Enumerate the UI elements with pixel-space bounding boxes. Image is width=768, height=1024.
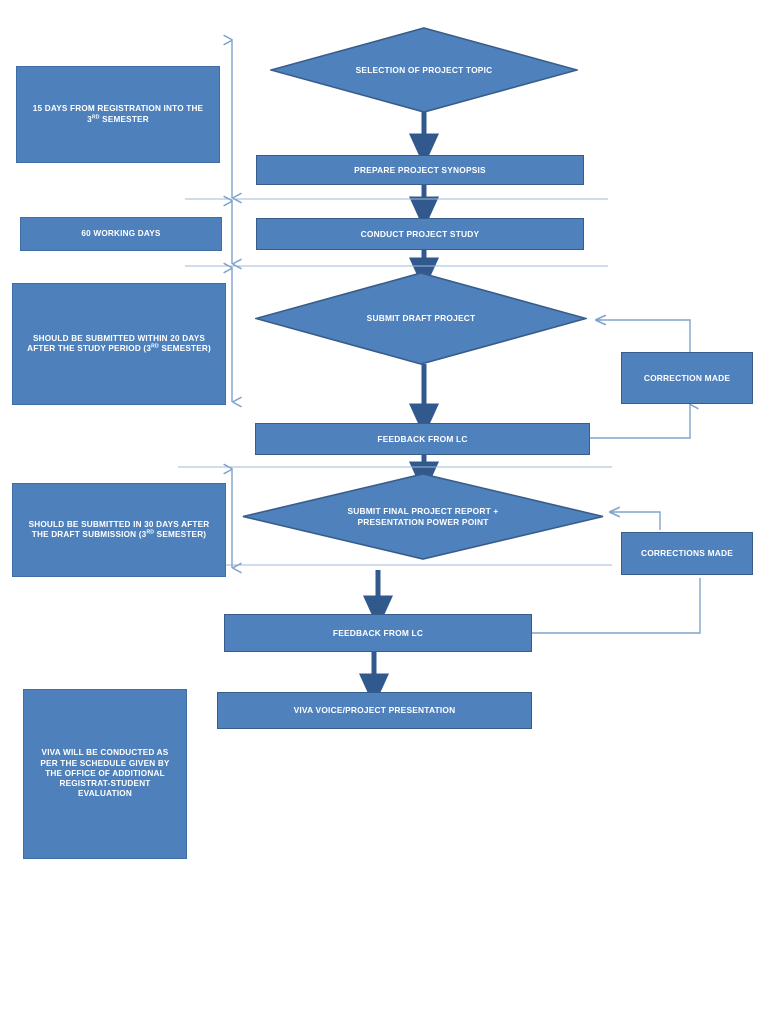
note-viva-schedule-text: VIVA WILL BE CONDUCTED AS PER THE SCHEDU… <box>40 748 170 799</box>
node-viva-voice-presentation-label: VIVA VOICE/PROJECT PRESENTATION <box>293 705 456 716</box>
node-prepare-project-synopsis-label: PREPARE PROJECT SYNOPSIS <box>354 164 486 175</box>
note-draft-deadline-line2-sup: RD <box>151 343 159 350</box>
note-final-deadline: SHOULD BE SUBMITTED IN 30 DAYS AFTER THE… <box>12 483 226 577</box>
node-correction-made-1-label: CORRECTION MADE <box>643 372 731 383</box>
node-correction-made-1[interactable]: CORRECTION MADE <box>621 352 753 404</box>
arrow-correction2-to-final <box>608 506 661 530</box>
note-draft-deadline-line2-pre: AFTER THE STUDY PERIOD (3 <box>27 344 152 353</box>
node-submit-draft-project[interactable]: SUBMIT DRAFT PROJECT <box>255 272 587 365</box>
diamond-shape <box>255 272 587 365</box>
node-corrections-made-2-label: CORRECTIONS MADE <box>640 548 734 559</box>
diamond-shape <box>270 27 578 113</box>
node-submit-final-project-report[interactable]: SUBMIT FINAL PROJECT REPORT + PRESENTATI… <box>242 473 604 560</box>
arrow-feedback2-to-correction2 <box>532 578 701 634</box>
note-final-deadline-line1: SHOULD BE SUBMITTED IN 30 DAYS AFTER <box>28 519 210 529</box>
node-feedback-from-lc-2[interactable]: FEEDBACK FROM LC <box>224 614 532 652</box>
node-conduct-project-study-label: CONDUCT PROJECT STUDY <box>360 228 480 239</box>
note-registration-line2-pre: 3 <box>87 114 92 124</box>
note-registration-line1-prefix: 15 DAYS FROM <box>32 104 98 114</box>
note-final-deadline-line2-pre: THE DRAFT SUBMISSION (3 <box>31 530 147 539</box>
note-registration-line2-sup: RD <box>91 113 100 120</box>
note-registration: 15 DAYS FROM REGISTRATION INTO THE 3RD S… <box>16 66 220 163</box>
node-prepare-project-synopsis[interactable]: PREPARE PROJECT SYNOPSIS <box>256 155 584 185</box>
arrow-feedback1-to-correction1 <box>590 398 699 439</box>
node-feedback-from-lc-1-label: FEEDBACK FROM LC <box>377 433 468 444</box>
note-viva-schedule: VIVA WILL BE CONDUCTED AS PER THE SCHEDU… <box>23 689 187 859</box>
note-draft-deadline: SHOULD BE SUBMITTED WITHIN 20 DAYS AFTER… <box>12 283 226 405</box>
note-registration-line1-suffix: INTO THE <box>161 104 204 114</box>
diamond-shape <box>242 473 604 560</box>
note-registration-line1-bold: REGISTRATION <box>97 104 162 114</box>
node-selection-of-project-topic[interactable]: SELECTION OF PROJECT TOPIC <box>270 27 578 113</box>
note-working-days: 60 WORKING DAYS <box>20 217 222 251</box>
note-registration-line2-post: SEMESTER <box>99 114 149 124</box>
note-draft-deadline-line1: SHOULD BE SUBMITTED WITHIN 20 DAYS <box>32 333 206 343</box>
node-viva-voice-presentation[interactable]: VIVA VOICE/PROJECT PRESENTATION <box>217 692 532 729</box>
node-feedback-from-lc-1[interactable]: FEEDBACK FROM LC <box>255 423 590 455</box>
node-conduct-project-study[interactable]: CONDUCT PROJECT STUDY <box>256 218 584 250</box>
note-final-deadline-line2-sup: RD <box>146 529 155 536</box>
note-working-days-text: 60 WORKING DAYS <box>81 228 161 238</box>
note-draft-deadline-line2-post: SEMESTER) <box>158 344 211 353</box>
node-feedback-from-lc-2-label: FEEDBACK FROM LC <box>332 627 424 638</box>
arrow-correction1-to-draft <box>594 314 691 352</box>
note-final-deadline-line2-post: SEMESTER) <box>154 530 207 539</box>
node-corrections-made-2[interactable]: CORRECTIONS MADE <box>621 532 753 575</box>
